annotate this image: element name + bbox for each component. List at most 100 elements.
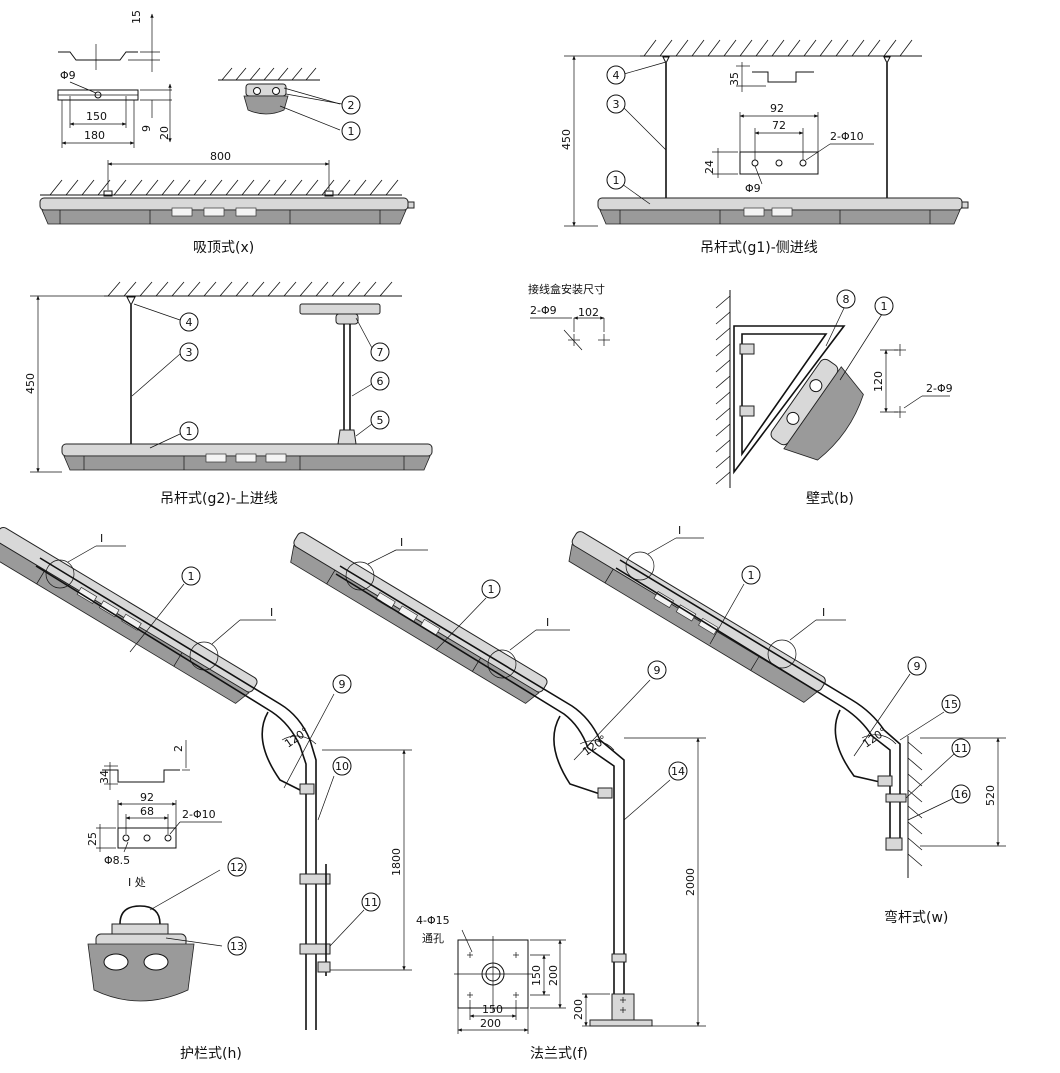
- dim-through-hole: 通孔: [422, 932, 444, 945]
- caption-g1: 吊杆式(g1)-侧进线: [700, 240, 818, 256]
- lamp-inclined-w: [568, 531, 826, 703]
- detail-I-w1: I: [678, 524, 681, 537]
- panel-ceiling-mount: 15 Φ9 150 180 9 20: [39, 10, 415, 256]
- detail-I-h2: I: [270, 606, 273, 619]
- balloon-6: 6: [370, 371, 390, 391]
- panel-pendant-top-entry: 450 吊杆式(g2)-上进线: [24, 281, 433, 507]
- mount-plate: [739, 151, 819, 175]
- balloon-1: 1: [341, 121, 361, 141]
- dim-phi85: Φ8.5: [104, 854, 130, 867]
- balloon-10: 10: [332, 756, 352, 776]
- dim-102: 102: [578, 306, 599, 319]
- dim-15: 15: [130, 10, 143, 24]
- balloon-9: 9: [907, 656, 927, 676]
- dim-150: 150: [86, 110, 107, 123]
- caption-x: 吸顶式(x): [193, 240, 254, 256]
- bent-pipe-h: [39, 557, 317, 1030]
- svg-text:1: 1: [348, 125, 355, 138]
- dim-92-h: 92: [140, 791, 154, 804]
- caption-f: 法兰式(f): [530, 1046, 588, 1062]
- dim-150-v: 150: [530, 965, 543, 986]
- svg-text:14: 14: [671, 765, 685, 778]
- svg-text:4: 4: [186, 316, 193, 329]
- bracket-profile: [58, 51, 138, 61]
- svg-text:6: 6: [377, 375, 384, 388]
- dim-1800: 1800: [390, 848, 403, 876]
- dim-150-h: 150: [482, 1003, 503, 1016]
- balloon-5: 5: [370, 410, 390, 430]
- dim-phi9: Φ9: [60, 69, 76, 82]
- dim-200-v: 200: [547, 965, 560, 986]
- panel-wall-mount: 120 2-Φ9 壁式(b): [715, 290, 953, 507]
- svg-text:9: 9: [339, 678, 346, 691]
- balloon-16: 16: [951, 784, 971, 804]
- balloon-3: 3: [606, 94, 626, 114]
- svg-text:2: 2: [348, 99, 355, 112]
- panel-flange: 120° I I 2000 200 4-Φ15 通孔 150: [290, 532, 706, 1062]
- balloon-13: 13: [227, 936, 247, 956]
- lamp-long: [39, 197, 415, 225]
- balloon-1: 1: [179, 421, 199, 441]
- balloon-9: 9: [647, 660, 667, 680]
- dim-2phi9-jbox: 2-Φ9: [530, 304, 557, 317]
- dim-520: 520: [984, 785, 997, 806]
- balloon-8: 8: [836, 289, 856, 309]
- lamp-detail-h: [87, 905, 195, 1002]
- dim-34: 34: [98, 770, 111, 784]
- svg-text:9: 9: [914, 660, 921, 673]
- svg-text:3: 3: [186, 346, 193, 359]
- ceiling-hatch: [49, 179, 399, 196]
- svg-text:7: 7: [377, 346, 384, 359]
- dim-68: 68: [140, 805, 154, 818]
- svg-text:1: 1: [748, 569, 755, 582]
- bent-pipe-w: [619, 559, 901, 846]
- balloon-1: 1: [181, 566, 201, 586]
- dim-2000: 2000: [684, 868, 697, 896]
- dim-2phi10-h: 2-Φ10: [182, 808, 216, 821]
- lamp-angled: [770, 358, 864, 461]
- balloon-3: 3: [179, 342, 199, 362]
- detail-I-h1: I: [100, 532, 103, 545]
- svg-text:11: 11: [954, 742, 968, 755]
- svg-text:4: 4: [613, 69, 620, 82]
- svg-text:12: 12: [230, 861, 244, 874]
- panel-guardrail: 120° I I 1800 34 2 92 68 2-Φ: [0, 526, 412, 1062]
- plate-detail-h: [117, 827, 177, 849]
- panel-pendant-side-entry: 450 35 92 72 2-Φ10 24 Φ9 吊杆式(g1)-侧进线: [560, 39, 969, 256]
- dim-120: 120: [872, 371, 885, 392]
- hanger-bracket: [752, 71, 814, 83]
- dim-35: 35: [728, 72, 741, 86]
- balloon-11: 11: [361, 892, 381, 912]
- angle-120-f: 120°: [580, 733, 609, 759]
- caption-g2: 吊杆式(g2)-上进线: [160, 491, 278, 507]
- caption-b: 壁式(b): [806, 491, 854, 507]
- balloon-4: 4: [179, 312, 199, 332]
- svg-text:1: 1: [188, 570, 195, 583]
- balloon-7: 7: [370, 342, 390, 362]
- bent-pipe-f: [339, 565, 625, 994]
- dim-2phi9-b: 2-Φ9: [926, 382, 953, 395]
- dim-92-g1: 92: [770, 102, 784, 115]
- dim-24: 24: [703, 160, 716, 174]
- svg-text:1: 1: [488, 583, 495, 596]
- dim-72-g1: 72: [772, 119, 786, 132]
- balloon-14: 14: [668, 761, 688, 781]
- part-balloons: 2 1 4 3 1 4 3 1 7 6 5 8 1 1 9 10 11 12 1…: [129, 61, 971, 956]
- svg-text:1: 1: [613, 174, 620, 187]
- dim-450-g1: 450: [560, 129, 573, 150]
- detail-title: I 处: [128, 876, 146, 889]
- lamp-long-g1: [597, 197, 969, 225]
- panel-bent-pole: 120° I I 520 弯杆式(w): [568, 524, 1006, 926]
- svg-text:3: 3: [613, 98, 620, 111]
- lamp-long-g2: [61, 443, 433, 471]
- dim-200-h: 200: [480, 1017, 501, 1030]
- dim-2phi10-g1: 2-Φ10: [830, 130, 864, 143]
- svg-text:16: 16: [954, 788, 968, 801]
- caption-h: 护栏式(h): [180, 1046, 242, 1062]
- svg-text:5: 5: [377, 414, 384, 427]
- wall-bracket: [733, 325, 846, 475]
- balloon-1: 1: [741, 565, 761, 585]
- svg-text:11: 11: [364, 896, 378, 909]
